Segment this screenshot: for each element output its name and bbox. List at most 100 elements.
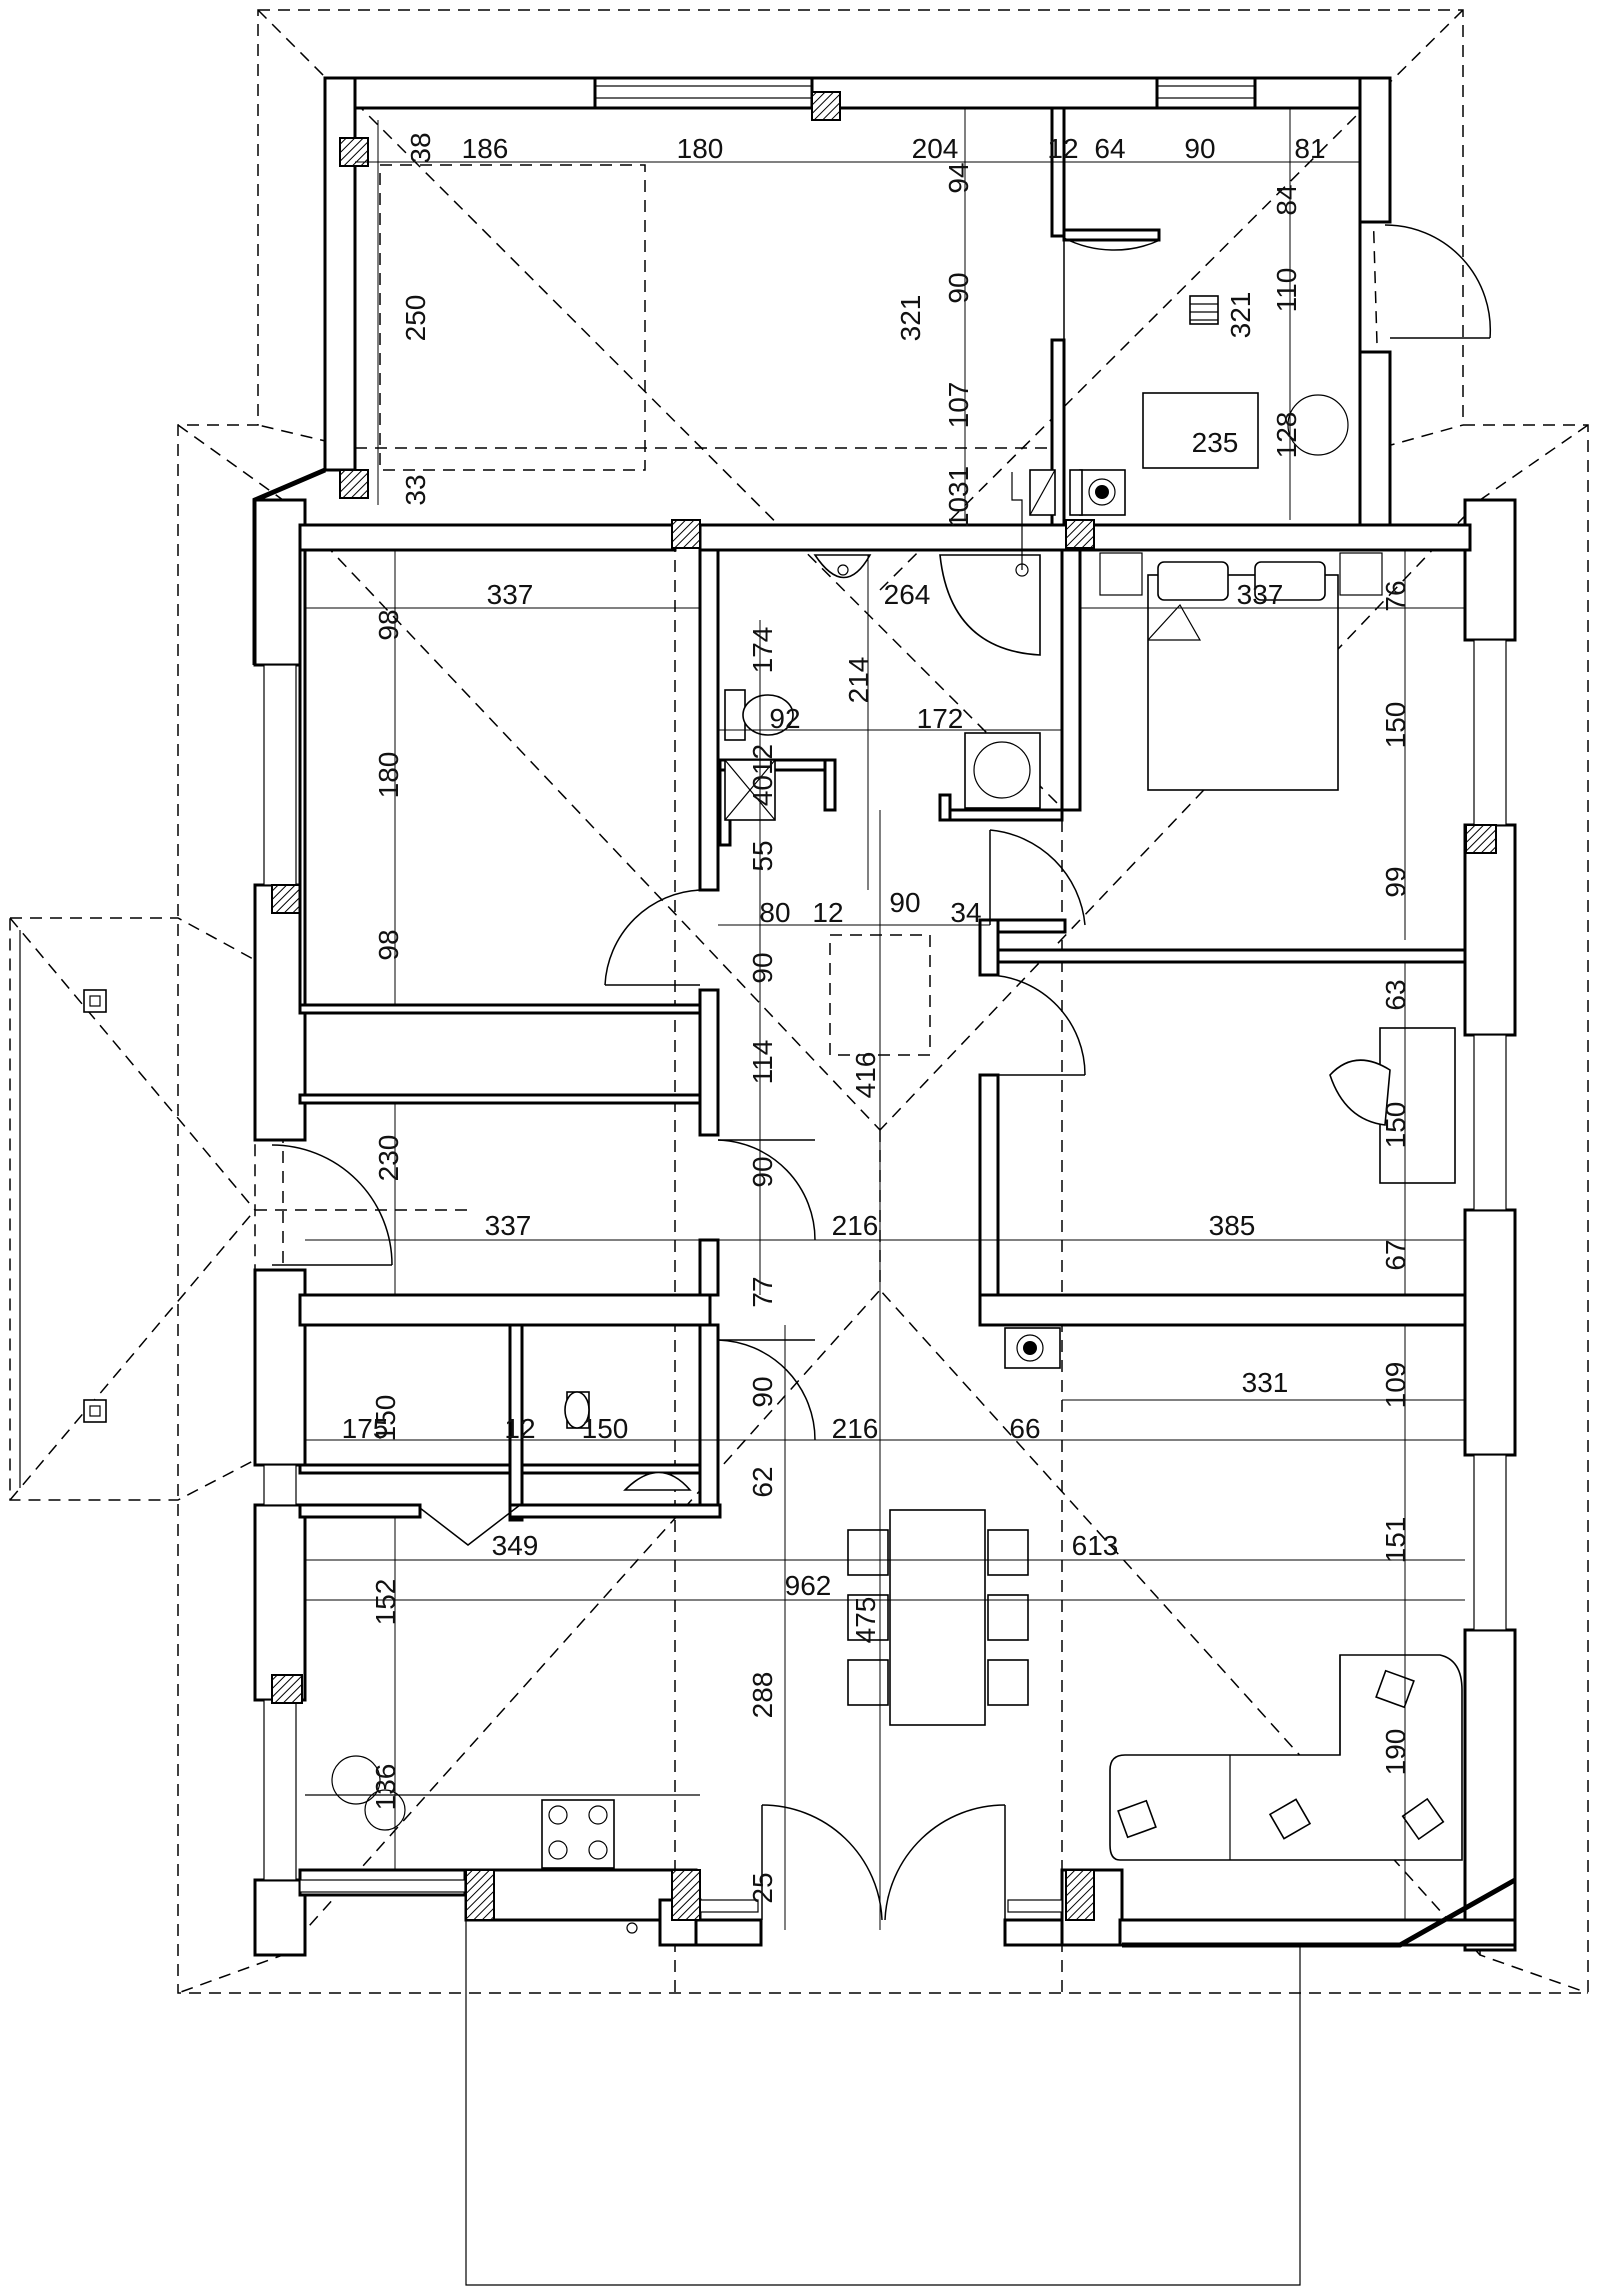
dim-label: 337 [1237, 579, 1284, 610]
dim-label: 150 [370, 1395, 401, 1442]
dim-label: 12 [1047, 133, 1078, 164]
shower-icon [939, 554, 1041, 656]
dim-label: 92 [769, 703, 800, 734]
dim-label: 107 [943, 382, 974, 429]
dim-label: 172 [917, 703, 964, 734]
dim-label: 337 [485, 1210, 532, 1241]
dim-label: 63 [1380, 979, 1411, 1010]
dim-label: 151 [1380, 1517, 1411, 1564]
dim-label: 38 [405, 132, 436, 163]
dim-label: 235 [1192, 427, 1239, 458]
dim-label: 77 [747, 1276, 778, 1307]
dim-label: 128 [1271, 412, 1302, 459]
chair-icon [987, 1529, 1029, 1576]
window [1473, 639, 1507, 826]
dim-label: 349 [492, 1530, 539, 1561]
dim-label: 613 [1072, 1530, 1119, 1561]
furniture [305, 295, 1463, 1869]
dim-label: 186 [462, 133, 509, 164]
double-bed-icon [1147, 574, 1339, 791]
dim-label: 331 [1242, 1367, 1289, 1398]
dimension-lines [305, 108, 1465, 1930]
dim-label: 150 [1380, 702, 1411, 749]
dim-label: 55 [747, 840, 778, 871]
dim-label: 321 [895, 295, 926, 342]
dim-label: 250 [400, 295, 431, 342]
entrance-canopy [9, 917, 470, 1501]
dim-label: 230 [373, 1135, 404, 1182]
chair-icon [847, 1594, 889, 1641]
workbench [1142, 392, 1259, 469]
dim-label: 288 [747, 1672, 778, 1719]
dim-label: 90 [747, 1156, 778, 1187]
dim-label: 337 [487, 579, 534, 610]
dim-label: 66 [1009, 1413, 1040, 1444]
window [263, 1699, 297, 1881]
dim-label: 110 [1271, 268, 1302, 313]
window [263, 1464, 297, 1506]
dim-label: 475 [850, 1597, 881, 1644]
column-icon [83, 1399, 107, 1423]
dim-label: 67 [1380, 1239, 1411, 1270]
round-tank-icon [1287, 394, 1349, 456]
window [1007, 1899, 1063, 1913]
dim-label: 76 [1380, 580, 1411, 611]
dim-label: 264 [884, 579, 931, 610]
dim-label: 216 [832, 1413, 879, 1444]
chair-icon [847, 1529, 889, 1576]
dim-label: 98 [373, 609, 404, 640]
dim-label: 175 [342, 1413, 389, 1444]
valve-icon [1069, 469, 1083, 516]
sink-icon [331, 1755, 381, 1805]
dim-label: 90 [747, 952, 778, 983]
dim-label: 180 [677, 133, 724, 164]
ladder-icon [1189, 295, 1219, 325]
parking-area [379, 164, 646, 471]
dim-label: 4012 [747, 744, 778, 806]
dim-label: 90 [747, 1376, 778, 1407]
window [263, 664, 297, 886]
dim-label: 321 [1225, 292, 1256, 339]
doors [271, 224, 1492, 1921]
dim-label: 62 [747, 1466, 778, 1497]
dim-label: 34 [950, 897, 981, 928]
dim-label: 180 [373, 752, 404, 799]
chair-icon [987, 1659, 1029, 1706]
dim-label: 416 [850, 1052, 881, 1099]
cooktop-icon [541, 1799, 615, 1869]
front-terrace [465, 1920, 1301, 2286]
dim-label: 150 [1380, 1102, 1411, 1149]
dim-label: 114 [747, 1040, 778, 1085]
washbasin-icon [623, 1471, 692, 1491]
dim-label: 94 [943, 162, 974, 193]
sofa-icon [1109, 1654, 1463, 1861]
office-chair-icon [1329, 1059, 1391, 1126]
chair-icon [847, 1659, 889, 1706]
dim-label: 385 [1209, 1210, 1256, 1241]
column-icon [83, 989, 107, 1013]
dim-label: 80 [759, 897, 790, 928]
interior-walls [298, 548, 1467, 1522]
dim-label: 136 [370, 1764, 401, 1811]
dim-label: 90 [943, 272, 974, 303]
dim-label: 25 [747, 1872, 778, 1903]
dim-label: 98 [373, 929, 404, 960]
dim-label: 962 [785, 1570, 832, 1601]
dim-label: 12 [812, 897, 843, 928]
window [1154, 85, 1256, 99]
dim-label: 204 [912, 133, 959, 164]
washing-machine-icon [964, 732, 1041, 809]
chair-icon [987, 1594, 1029, 1641]
window [1473, 1034, 1507, 1211]
window [593, 85, 813, 99]
dim-label: 81 [1294, 133, 1325, 164]
dim-label: 216 [832, 1210, 879, 1241]
washbasin-icon [813, 554, 872, 579]
dim-label: 33 [400, 474, 431, 505]
window [1473, 1454, 1507, 1631]
dim-label: 84 [1271, 184, 1302, 215]
dim-label: 90 [1184, 133, 1215, 164]
dim-label: 150 [582, 1413, 629, 1444]
dim-label: 12 [504, 1413, 535, 1444]
